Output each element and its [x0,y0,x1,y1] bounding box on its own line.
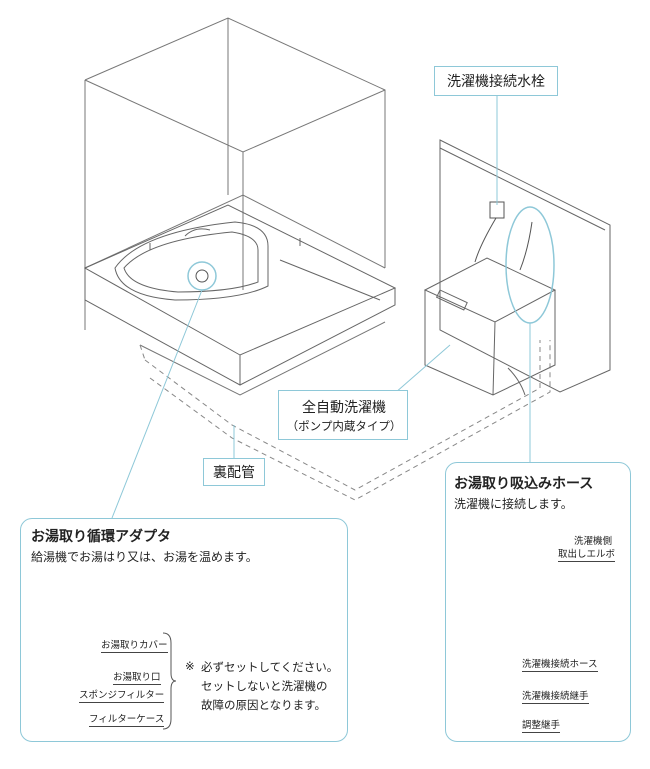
adapter-part-sponge-filter: スポンジフィルター [79,687,165,703]
hose-part-connection-hose: 洗濯機接続ホース [522,656,598,672]
adapter-note-mark: ※ [185,659,195,673]
hose-panel-title: お湯取り吸込みホース [454,476,594,492]
piping-label-box: 裏配管 [203,458,265,486]
faucet-label: 洗濯機接続水栓 [447,74,545,90]
hose-part-connection-joint: 洗濯機接続継手 [522,688,589,704]
adapter-part-filter-case: フィルターケース [89,711,165,727]
washing-machine [423,257,557,396]
adapter-note-line3: 故障の原因となります。 [201,698,327,712]
hose-part-adjust-joint: 調整継手 [522,717,561,733]
washer-label-box: 全自動洗濯機 （ポンプ内蔵タイプ） [278,390,408,440]
washer-label-line1: 全自動洗濯機 [302,400,386,416]
bathroom-room-outline [84,17,386,396]
adapter-panel-title: お湯取り循環アダプタ [31,529,171,545]
washer-label-line2: （ポンプ内蔵タイプ） [286,419,402,433]
hose-panel: お湯取り吸込みホース 洗濯機に接続します。 洗濯機側 取出しエルボ 洗濯機接続ホ… [445,462,631,742]
bathtub [83,204,397,386]
hose-highlight-ellipse [505,206,555,324]
adapter-part-inlet: お湯取り口 [113,669,161,685]
piping-label: 裏配管 [213,465,255,481]
back-piping-dashed [139,340,551,501]
adapter-note-line1: 必ずセットしてください。 [201,660,339,674]
wall-panel [439,139,611,393]
leader-lines [111,95,531,519]
adapter-panel-desc: 給湯機でお湯はり又は、お湯を温めます。 [31,550,258,564]
hose-elbow-label-line2: 取出しエルボ [558,546,616,562]
adapter-note-line2: セットしないと洗濯機の [201,679,328,693]
hose-elbow-label-line1: 洗濯機側 [574,536,613,547]
adapter-highlight-circle [187,261,217,291]
bracket-icon [162,632,177,730]
adapter-panel: お湯取り循環アダプタ 給湯機でお湯はり又は、お湯を温めます。 お湯取りカバー お… [20,518,348,742]
adapter-part-cover: お湯取りカバー [101,637,168,653]
hose-panel-desc: 洗濯機に接続します。 [454,497,573,511]
faucet-label-box: 洗濯機接続水栓 [434,66,558,96]
